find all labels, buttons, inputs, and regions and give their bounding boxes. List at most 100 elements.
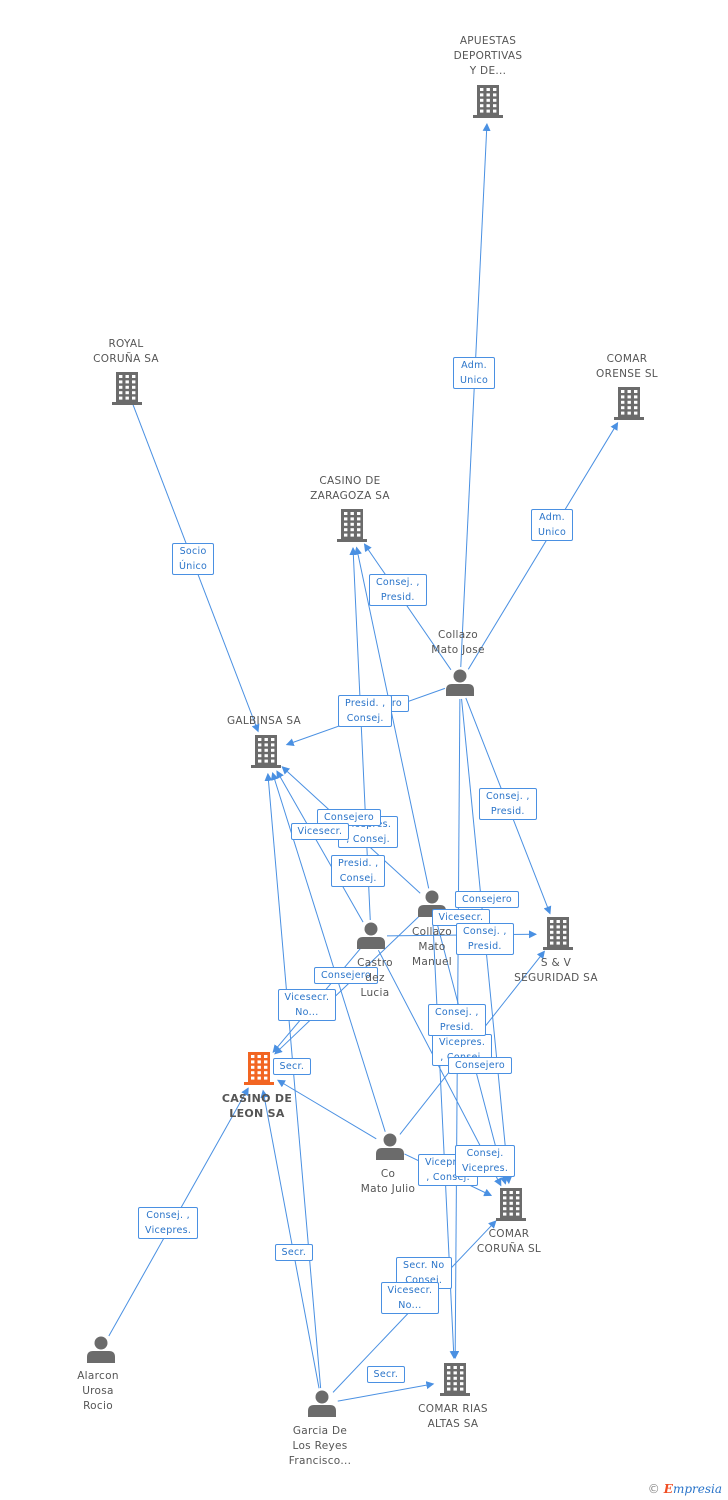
node-label-line: dez [365, 972, 385, 984]
node-label-casino_zaragoza[interactable]: CASINO DE ZARAGOZA SA [290, 474, 410, 504]
node-label-line: CASINO DE [319, 475, 381, 487]
building-icon[interactable] [614, 387, 644, 420]
edge-label[interactable]: Presid. , Consej. [331, 855, 386, 887]
edge-label-line: No... [295, 1007, 319, 1018]
edge-label-line: Consej. , [376, 577, 420, 588]
building-icon[interactable] [440, 1363, 470, 1396]
building-icon[interactable] [337, 509, 367, 542]
edge-label[interactable]: Presid. ,Consej. [338, 695, 393, 727]
building-icon[interactable] [496, 1188, 526, 1221]
node-label-line: COMAR [606, 353, 648, 365]
icons-layer [87, 85, 644, 1417]
copyright-icon: © [647, 1482, 660, 1496]
edge-label[interactable]: Secr. [272, 1057, 312, 1075]
edge-label[interactable]: Consej. ,Presid. [479, 788, 537, 820]
edge-label-line: Consej. , [486, 791, 530, 802]
edge-collazo_jose-to-comar_orense [467, 421, 619, 670]
edge-label-line: No... [398, 1300, 422, 1311]
edge-label[interactable]: Adm.Unico [453, 357, 496, 389]
edge-label-line: Único [179, 561, 208, 572]
node-label-line: ORENSE SL [596, 368, 658, 380]
node-label-comar_orense[interactable]: COMAR ORENSE SL [567, 352, 687, 382]
edge-label-line: Consejero [321, 969, 371, 981]
building-icon[interactable] [473, 85, 503, 118]
edge-collazo_jose-to-apuestas [460, 122, 491, 668]
node-label-line: Mato Jose [431, 644, 485, 656]
node-label-line: ZARAGOZA SA [310, 490, 390, 502]
edge-label-line: , Consej. [426, 1172, 470, 1183]
edge-label-line: Adm. [539, 512, 565, 523]
edge-label[interactable]: Consejero [314, 966, 378, 984]
edge-label-line: Presid. [439, 1022, 474, 1033]
person-icon[interactable] [87, 1336, 115, 1364]
edge-label[interactable]: Secr. [366, 1365, 406, 1383]
edge-label[interactable]: Vicesecr. No... [380, 1282, 440, 1314]
building-icon[interactable] [543, 917, 573, 950]
person-icon[interactable] [376, 1133, 404, 1161]
edge-label-line: Consej. [466, 1148, 504, 1159]
node-label-line: Co [380, 1168, 396, 1180]
person-icon[interactable] [357, 922, 385, 950]
edge-label-line: Consej. [346, 713, 384, 724]
edge-label-line: Consej. , [463, 926, 507, 937]
node-label-line: Los Reyes [292, 1440, 348, 1452]
edge-label-line: Consej. , [146, 1210, 190, 1221]
edge-label-line: Vicepres. [425, 1157, 472, 1168]
edge-label-line: Presid. , [338, 858, 379, 869]
node-label-line: Lucia [360, 987, 390, 999]
edge-label[interactable]: Consejero [448, 1056, 512, 1074]
edge-label[interactable]: Consej.Vicepres. [455, 1145, 516, 1177]
person-icon[interactable] [308, 1390, 336, 1418]
node-label-line: GALBINSA SA [226, 715, 302, 727]
edge-label[interactable]: Consejero [455, 890, 519, 908]
node-label-line: Mato Julio [360, 1183, 416, 1195]
edge-label-line: Vicesecr. [284, 992, 330, 1003]
edge-label-line: Vicesecr. [387, 1285, 433, 1296]
edge-label[interactable]: Consej. ,Vicepres. [138, 1207, 199, 1239]
node-label-line: ROYAL [108, 338, 144, 350]
edge-label-line: Unico [460, 375, 489, 386]
edge-label-line: Consej. , [435, 1007, 479, 1018]
edge-label[interactable]: Consej. ,Presid. [369, 574, 427, 606]
edge-label-line: Consej. [339, 873, 377, 884]
node-label-line: Manuel [412, 956, 452, 968]
building-icon[interactable] [244, 1052, 274, 1085]
building-icon[interactable] [251, 735, 281, 768]
node-label-line: CASINO DE [221, 1092, 293, 1105]
node-label-line: Collazo [437, 629, 479, 641]
person-icon[interactable] [446, 669, 474, 697]
node-label-line: Castro [357, 957, 393, 969]
edge-label[interactable]: Secr. [274, 1243, 314, 1261]
edge-castro-to-galbinsa [276, 770, 364, 923]
brand-initial: E [663, 1482, 673, 1496]
building-icon[interactable] [112, 372, 142, 405]
node-label-galbinsa[interactable]: GALBINSA SA [204, 714, 324, 729]
edge-label[interactable]: Vicesecr. [290, 822, 350, 840]
edge-label-line: Secr. [279, 1060, 305, 1072]
edge-label[interactable]: Consej. ,Presid. [456, 923, 514, 955]
node-label-line: CORUÑA SL [476, 1243, 542, 1255]
edge-label[interactable]: Adm.Unico [531, 509, 574, 541]
edge-label[interactable]: Vicesecr. No... [277, 989, 337, 1021]
node-label-line: Alarcon [77, 1370, 119, 1382]
node-label-line: SEGURIDAD SA [514, 972, 598, 984]
brand-watermark: ©Empresia [648, 1482, 722, 1496]
node-label-line: Francisco... [288, 1455, 352, 1467]
edge-label-line: , Consej. [346, 834, 390, 845]
edge-label[interactable]: Consej. , Presid. [428, 1004, 486, 1036]
edge-collazo_jose-to-casino_zaragoza [363, 543, 452, 671]
